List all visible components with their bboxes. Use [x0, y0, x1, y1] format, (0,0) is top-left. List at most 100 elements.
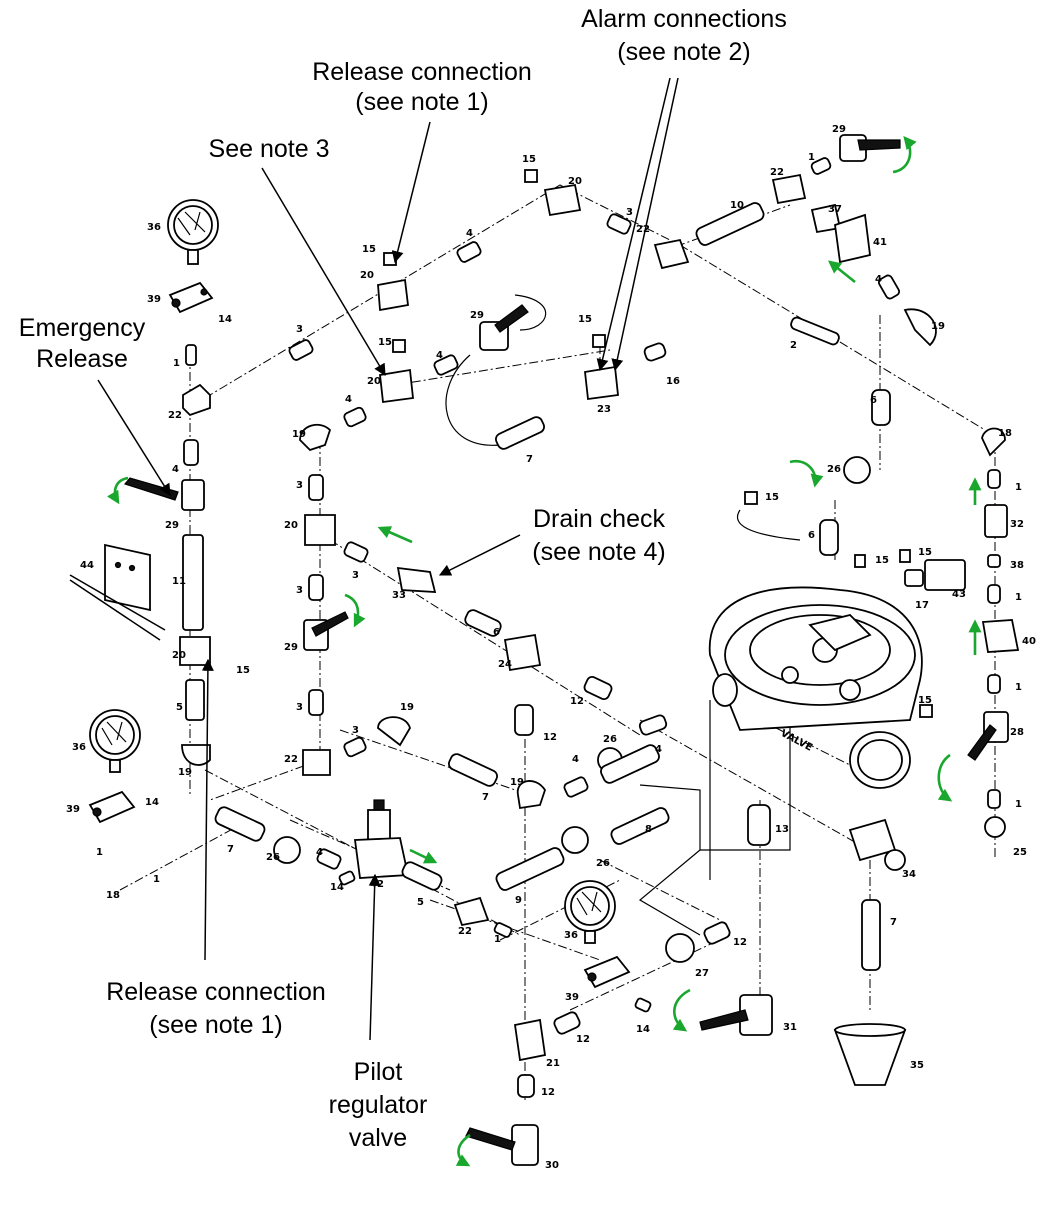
- part-label: 33: [392, 590, 406, 601]
- part-label: 29: [832, 124, 846, 135]
- part-label: 28: [1010, 727, 1024, 738]
- part-label: 26: [603, 734, 617, 745]
- part-label: 14: [330, 882, 344, 893]
- part-label: 3: [352, 725, 359, 736]
- part-label: 15: [918, 547, 932, 558]
- part-label: 4: [172, 464, 179, 475]
- part-label: 37: [828, 204, 842, 215]
- part-label: 7: [227, 844, 234, 855]
- part-label: 7: [526, 454, 533, 465]
- drain-funnel: [833, 818, 907, 1086]
- part-label: 3: [296, 480, 303, 491]
- callout-line: Drain check: [533, 505, 665, 533]
- part-label: 19: [931, 321, 945, 332]
- gauge-valve-left: [88, 790, 136, 824]
- part-label: 27: [695, 968, 709, 979]
- part-label: 15: [578, 314, 592, 325]
- part-label: 29: [284, 642, 298, 653]
- part-label: 24: [498, 659, 512, 670]
- part-label: 4: [875, 274, 882, 285]
- part-label: 40: [1022, 636, 1036, 647]
- part-number-labels: 1 1 1 1 1 1 1 1 1 2 3 3 3 3 3 3 3 4 4 4 …: [66, 124, 1036, 1171]
- part-label: 22: [636, 224, 650, 235]
- callout-line: Release connection: [312, 58, 532, 86]
- part-label: 12: [543, 732, 557, 743]
- part-label: 42: [370, 879, 384, 890]
- part-label: 6: [493, 627, 500, 638]
- callout-line: regulator: [329, 1091, 428, 1119]
- callout-line: Release: [36, 345, 128, 373]
- part-label: 10: [730, 200, 744, 211]
- callout-line: Pilot: [354, 1058, 403, 1086]
- alarm-tee: [584, 334, 667, 401]
- part-label: 41: [873, 237, 887, 248]
- part-label: 1: [1015, 592, 1022, 603]
- part-label: 14: [636, 1024, 650, 1035]
- lower-run: [214, 716, 660, 870]
- flow-arrows: [107, 136, 982, 1167]
- part-label: 1: [1015, 799, 1022, 810]
- part-label: 3: [352, 570, 359, 581]
- part-label: 19: [510, 777, 524, 788]
- pilot-regulator-valve: [338, 799, 670, 938]
- top-run: [288, 134, 937, 361]
- part-label: 39: [147, 294, 161, 305]
- callout-line: See note 3: [209, 135, 330, 163]
- part-label: 38: [1010, 560, 1024, 571]
- part-label: 1: [1015, 482, 1022, 493]
- part-label: 11: [172, 576, 186, 587]
- second-run: [343, 304, 545, 450]
- part-label: 39: [565, 992, 579, 1003]
- callout-pilot: Pilot regulator valve: [329, 1058, 428, 1152]
- part-label: 15: [236, 665, 250, 676]
- part-label: 6: [870, 395, 877, 406]
- part-label: 32: [1010, 519, 1024, 530]
- part-label: 19: [400, 702, 414, 713]
- gauge-valve-bottom: [583, 955, 631, 989]
- part-label: 15: [362, 244, 376, 255]
- part-label: 20: [360, 270, 374, 281]
- pressure-gauge-left: [89, 709, 141, 773]
- valve-body-text: VALVE: [779, 728, 815, 754]
- part-label: 4: [655, 744, 662, 755]
- part-label: 14: [218, 314, 232, 325]
- part-label: 16: [666, 376, 680, 387]
- part-label: 1: [153, 874, 160, 885]
- part-label: 19: [178, 767, 192, 778]
- part-label: 39: [66, 804, 80, 815]
- part-label: 7: [890, 917, 897, 928]
- part-label: 6: [808, 530, 815, 541]
- callout-line: Alarm connections: [581, 5, 787, 33]
- right-trim: [744, 389, 1020, 838]
- callout-line: (see note 1): [149, 1011, 282, 1039]
- part-label: 3: [296, 324, 303, 335]
- callout-line: (see note 2): [617, 38, 750, 66]
- part-label: 22: [770, 167, 784, 178]
- part-label: 31: [783, 1022, 797, 1033]
- part-label: 1: [494, 934, 501, 945]
- part-label: 1: [808, 152, 815, 163]
- part-label: 36: [147, 222, 161, 233]
- part-label: 44: [80, 560, 94, 571]
- part-label: 15: [918, 695, 932, 706]
- part-label: 20: [367, 376, 381, 387]
- pressure-gauge-bottom: [564, 880, 616, 944]
- deluge-valve-body: VALVE: [708, 586, 923, 789]
- part-label: 4: [572, 754, 579, 765]
- part-label: 4: [436, 350, 443, 361]
- part-label: 26: [827, 464, 841, 475]
- part-label: 12: [733, 937, 747, 948]
- part-label: 7: [482, 792, 489, 803]
- part-label: 14: [145, 797, 159, 808]
- part-label: 15: [875, 555, 889, 566]
- part-label: 9: [515, 895, 522, 906]
- part-label: 5: [417, 897, 424, 908]
- part-label: 22: [458, 926, 472, 937]
- emergency-release-tag: [69, 543, 166, 641]
- part-label: 15: [378, 337, 392, 348]
- part-label: 20: [284, 520, 298, 531]
- callout-note3: See note 3: [209, 135, 330, 163]
- gauge-valve-top: [168, 281, 214, 314]
